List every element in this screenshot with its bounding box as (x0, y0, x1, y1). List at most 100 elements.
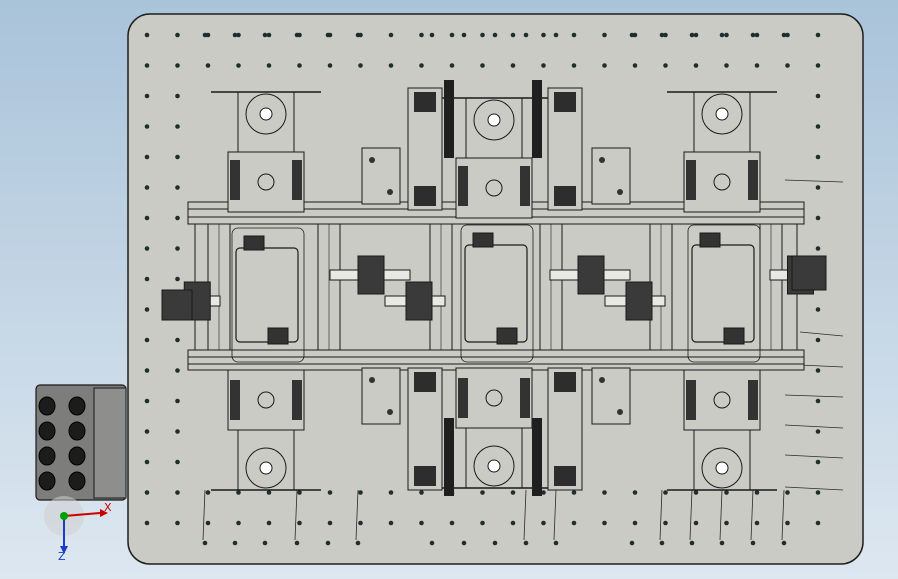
leader-lines (202, 179, 844, 541)
mounting-hole (388, 32, 394, 38)
bracket (292, 380, 302, 420)
control-button-icon (38, 471, 56, 491)
tray-plate (235, 247, 299, 343)
mounting-hole (175, 215, 180, 221)
base-bolt (713, 391, 731, 409)
bracket (520, 378, 530, 418)
gripper-block (243, 235, 265, 251)
end-clamp (161, 289, 193, 321)
z-axis-label: Z (58, 550, 66, 563)
leader-line (799, 364, 844, 368)
mounting-hole (144, 368, 150, 373)
mounting-hole (236, 490, 241, 495)
mounting-hole (815, 185, 821, 190)
mounting-hole (689, 540, 695, 546)
pivot-mechanisms (211, 91, 777, 491)
column-cap (554, 466, 576, 486)
mounting-hole (358, 63, 363, 68)
column-cap (554, 92, 576, 112)
mounting-hole (541, 63, 546, 68)
mounting-hole (480, 63, 485, 68)
mounting-hole (175, 63, 180, 68)
bracket (686, 160, 696, 200)
mounting-hole (815, 490, 821, 495)
mounting-hole (175, 337, 180, 343)
mounting-hole (175, 185, 180, 190)
control-button-icon (68, 471, 86, 491)
mounting-hole (144, 93, 150, 99)
mounting-hole (541, 490, 546, 495)
mounting-hole (175, 124, 180, 129)
mounting-hole (266, 490, 272, 495)
mounting-hole (419, 490, 424, 495)
mounting-hole (266, 63, 272, 68)
pivot-hub (259, 107, 273, 121)
mounting-hole (785, 32, 790, 38)
clamp-body (577, 255, 605, 295)
mounting-hole (144, 490, 150, 495)
bracket (230, 160, 240, 200)
mounting-hole (297, 520, 302, 526)
column-cap (554, 372, 576, 392)
mounting-hole (144, 398, 150, 404)
gripper-block (267, 327, 289, 345)
mounting-hole (724, 490, 729, 495)
leader-line (784, 179, 844, 183)
base-bolt (257, 391, 275, 409)
mounting-hole (815, 429, 821, 434)
mounting-hole (144, 32, 150, 38)
tray-outline (231, 227, 305, 363)
mounting-hole (724, 63, 729, 68)
mounting-hole (175, 276, 180, 282)
mounting-hole (461, 32, 467, 38)
clamp-body (357, 255, 385, 295)
column-cap (414, 186, 436, 206)
mounting-hole-grid (144, 32, 821, 546)
bracket (748, 160, 758, 200)
mounting-hole (175, 154, 180, 160)
base-bolt (485, 179, 503, 197)
orientation-triad[interactable]: X Z (44, 496, 112, 563)
mounting-hole (144, 185, 150, 190)
mounting-hole (629, 32, 635, 38)
bracket (458, 166, 468, 206)
mounting-hole (754, 63, 760, 68)
mounting-hole (693, 490, 699, 495)
pivot-unit (211, 369, 321, 491)
side-bracket (591, 147, 631, 205)
control-button-icon (38, 421, 56, 441)
mounting-hole (144, 520, 150, 526)
mounting-hole (294, 540, 300, 546)
mounting-hole (236, 32, 241, 38)
mounting-hole (205, 63, 211, 68)
mounting-hole (663, 63, 668, 68)
x-axis-label: X (104, 501, 112, 514)
mounting-hole (144, 459, 150, 465)
control-button-icon (38, 446, 56, 466)
mounting-hole (632, 63, 638, 68)
mounting-hole (325, 540, 331, 546)
air-cylinder (444, 80, 454, 158)
mounting-hole (480, 32, 485, 38)
mounting-hole (419, 32, 424, 38)
mounting-hole (266, 32, 272, 38)
mounting-hole (449, 32, 455, 38)
mounting-hole (632, 490, 638, 495)
base-bolt (485, 389, 503, 407)
cylinder-columns (407, 80, 583, 496)
mounting-hole (144, 215, 150, 221)
mounting-hole (175, 246, 180, 251)
mounting-hole (510, 32, 516, 38)
mounting-hole (266, 520, 272, 526)
mounting-hole (724, 520, 729, 526)
mounting-hole (750, 540, 756, 546)
mounting-hole (144, 154, 150, 160)
mounting-hole (815, 459, 821, 465)
mounting-hole (355, 540, 361, 546)
mounting-hole (815, 63, 821, 68)
mounting-hole (815, 398, 821, 404)
mounting-hole (449, 520, 455, 526)
mounting-hole (175, 368, 180, 373)
